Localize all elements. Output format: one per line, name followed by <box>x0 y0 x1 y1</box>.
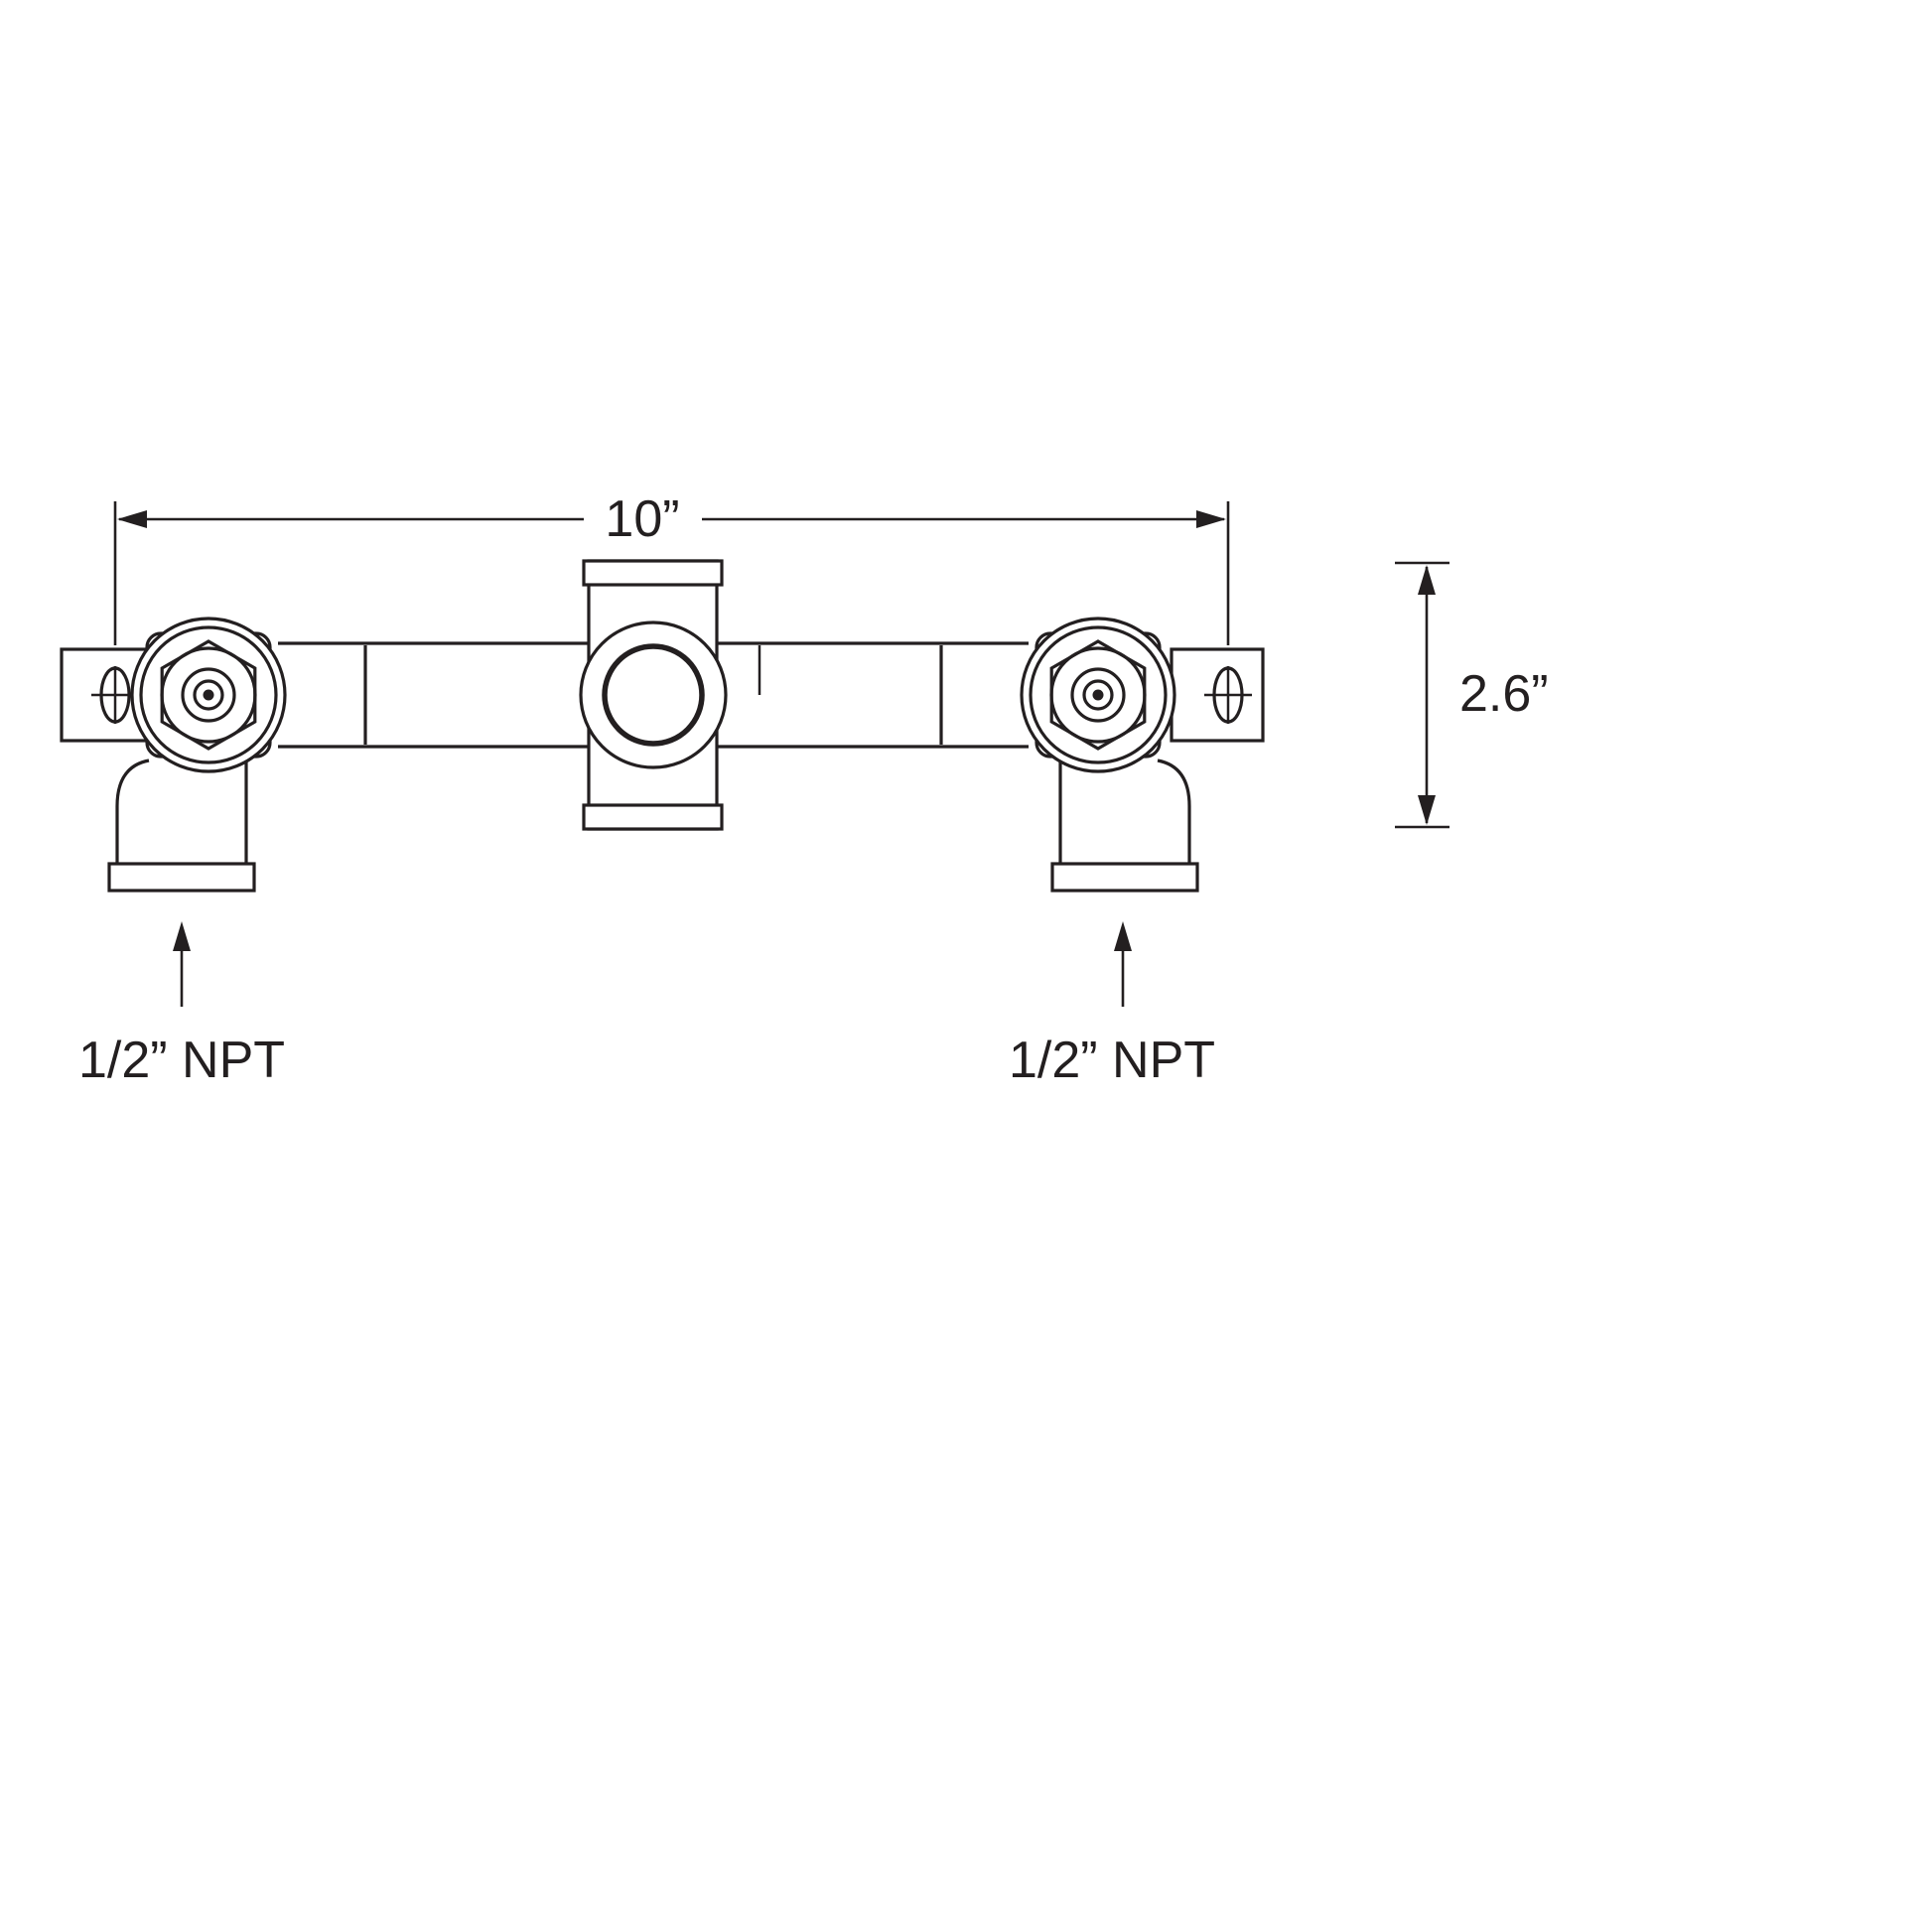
height-dimension: 2.6” <box>1395 561 1549 829</box>
right-valve-nut-circle <box>1049 646 1147 744</box>
right-valve-flange-inner <box>1029 625 1168 764</box>
right-valve-stem-outer <box>1070 667 1126 723</box>
center-body-bottom-cap <box>582 803 724 831</box>
width-dimension-label: 10” <box>605 490 679 548</box>
left-elbow-outer-edge <box>115 759 150 864</box>
width-arrow-right <box>1196 510 1226 528</box>
left-inlet-arrow-head <box>173 921 191 951</box>
right-inlet-arrow-head <box>1114 921 1132 951</box>
left-inlet-label: 1/2” NPT <box>78 1032 285 1089</box>
left-valve-nut-circle <box>160 646 257 744</box>
right-inlet-flange <box>1050 862 1199 893</box>
right-inlet-elbow <box>1050 755 1199 893</box>
center-body-top-cap <box>582 559 724 587</box>
width-dimension: 10” <box>113 490 1230 645</box>
right-inlet-callout: 1/2” NPT <box>1009 921 1215 1089</box>
right-elbow-outer-edge <box>1157 759 1191 864</box>
right-valve-center-dot <box>1092 689 1104 701</box>
width-arrow-left <box>117 510 147 528</box>
left-valve-stem-inner <box>193 679 224 711</box>
height-dimension-label: 2.6” <box>1459 665 1549 723</box>
right-valve <box>1020 617 1176 773</box>
left-valve <box>130 617 287 773</box>
left-valve-center-dot <box>203 689 214 701</box>
left-inlet-elbow <box>107 755 256 893</box>
right-valve-stem-inner <box>1082 679 1114 711</box>
height-arrow-up <box>1418 565 1436 595</box>
left-inlet-callout: 1/2” NPT <box>78 921 285 1089</box>
center-outlet-port <box>602 643 705 747</box>
left-inlet-flange <box>107 862 256 893</box>
left-valve-stem-outer <box>181 667 236 723</box>
center-outlet-body <box>579 559 728 831</box>
right-mounting-bracket <box>1170 647 1265 743</box>
height-arrow-down <box>1418 795 1436 825</box>
left-valve-flange-inner <box>139 625 278 764</box>
right-valve-hex-nut <box>1049 639 1147 751</box>
right-inlet-label: 1/2” NPT <box>1009 1032 1215 1089</box>
left-valve-hex-nut <box>160 639 257 751</box>
